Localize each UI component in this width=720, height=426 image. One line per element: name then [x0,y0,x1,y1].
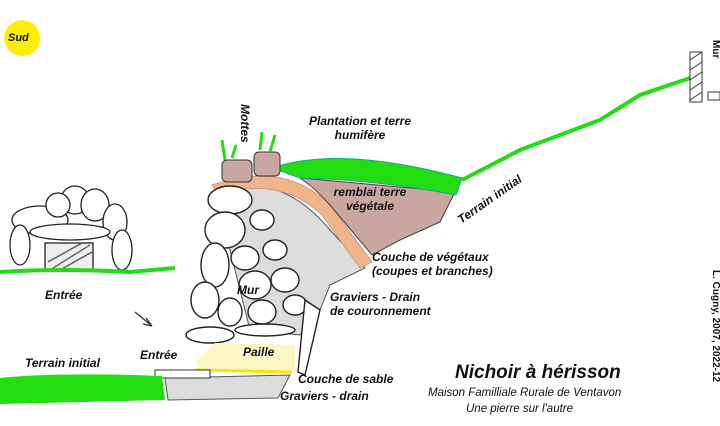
terrain-initial-left-label: Terrain initial [25,356,100,370]
stone-wall [185,185,321,376]
south-label: Sud [8,32,29,44]
wall-right-label: Mur [710,40,720,59]
organization-name: Maison Familliale Rurale de Ventavon [428,387,622,399]
backfill-soil [299,177,456,256]
vegetation-line1: Couche de végétaux [372,250,489,264]
vegetation-layer-label: Couche de végétaux(coupes et branches) [372,250,493,278]
straw [195,343,295,372]
gravel-crown-line1: Graviers - Drain [330,290,421,304]
vegetation-line2: (coupes et branches) [372,264,493,278]
entrance-slab [154,369,211,379]
plantation-line2: humifère [334,128,386,142]
sand-label: Couche de sable [298,372,394,386]
remblai-line2: végétale [345,199,395,213]
gravel-crown-line2: de couronnement [330,304,431,318]
wall-label: Mur [237,283,259,297]
turf-clods [220,131,281,183]
entrance-bottom-label: Entrée [140,348,178,362]
credit-text: L. Cugny, 2007, 2022-12 [710,270,720,383]
straw-label: Paille [243,345,275,359]
wall-right [689,51,720,103]
topsoil-plantation [270,158,463,196]
stone-pile-left [9,185,133,272]
diagram-subtitle: Une pierre sur l'autre [466,403,574,415]
arrow-icon [134,311,153,327]
plantation-line1: Plantation et terre [308,114,412,128]
terrain-line-right [461,76,691,182]
diagram-title: Nichoir à hérisson [455,362,621,383]
ground-bottom-left [0,374,165,404]
gravel-drain-label: Graviers - drain [280,389,369,403]
sand-layer [194,368,293,374]
entrance-left-label: Entrée [45,288,83,302]
mottes-label: Mottes [238,104,252,143]
gravel-drain [164,374,291,401]
remblai-line1: remblai terre [333,185,407,199]
south-marker [4,20,40,56]
ground-left [0,266,176,275]
